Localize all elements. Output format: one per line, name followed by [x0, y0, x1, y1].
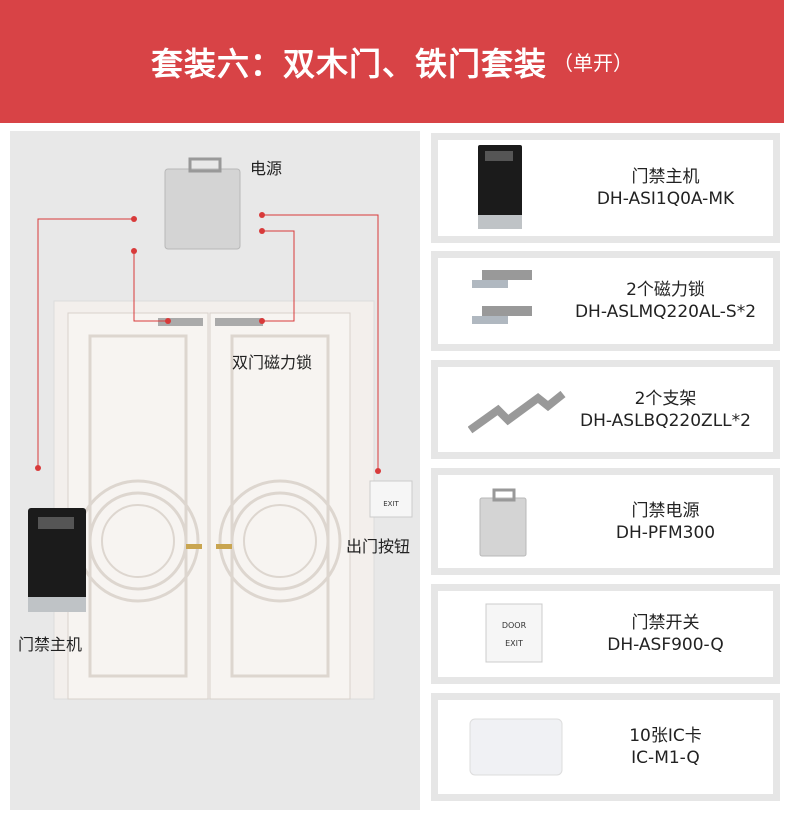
- exit-button-icon: EXIT: [369, 480, 413, 518]
- ic-card-icon: [469, 718, 563, 776]
- product-name: 2个支架: [634, 388, 697, 409]
- product-model: DH-PFM300: [615, 522, 716, 543]
- product-name: 门禁开关: [631, 613, 700, 633]
- svg-text:EXIT: EXIT: [505, 639, 523, 648]
- controller-label: 门禁主机: [18, 635, 83, 654]
- access-controller-icon: [478, 145, 522, 229]
- svg-text:EXIT: EXIT: [383, 500, 399, 508]
- page-subtitle: （单开）: [553, 51, 633, 75]
- page-header: 套装六：双木门、铁门套装 （单开）: [0, 0, 784, 123]
- product-name: 门禁电源: [631, 500, 700, 521]
- lock-label: 双门磁力锁: [232, 353, 313, 372]
- product-model: IC-M1-Q: [631, 748, 700, 768]
- power-label: 电源: [250, 159, 283, 178]
- wiring: [37, 214, 379, 471]
- svg-text:DOOR: DOOR: [502, 621, 527, 630]
- page-title: 套装六：双木门、铁门套装: [150, 44, 547, 83]
- bracket-icon: [468, 390, 566, 433]
- exit-button-label: 出门按钮: [346, 537, 411, 556]
- magnetic-lock-icon: [472, 270, 532, 324]
- product-model: DH-ASI1Q0A-MK: [596, 189, 735, 209]
- product-model: DH-ASLMQ220AL-S*2: [574, 302, 757, 322]
- product-name: 2个磁力锁: [626, 280, 705, 300]
- power-supply-icon: [164, 157, 241, 250]
- exit-button-icon: DOOR EXIT: [485, 603, 543, 663]
- double-door-illustration: [53, 300, 375, 700]
- installation-diagram: EXIT 电源 双门磁力锁 出门按钮 门禁主机: [10, 131, 420, 810]
- power-supply-icon: [479, 488, 527, 556]
- product-name: 10张IC卡: [629, 726, 702, 746]
- product-model: DH-ASF900-Q: [607, 635, 724, 655]
- product-name: 门禁主机: [631, 167, 700, 187]
- product-model: DH-ASLBQ220ZLL*2: [580, 410, 751, 431]
- access-controller-icon: [28, 508, 86, 612]
